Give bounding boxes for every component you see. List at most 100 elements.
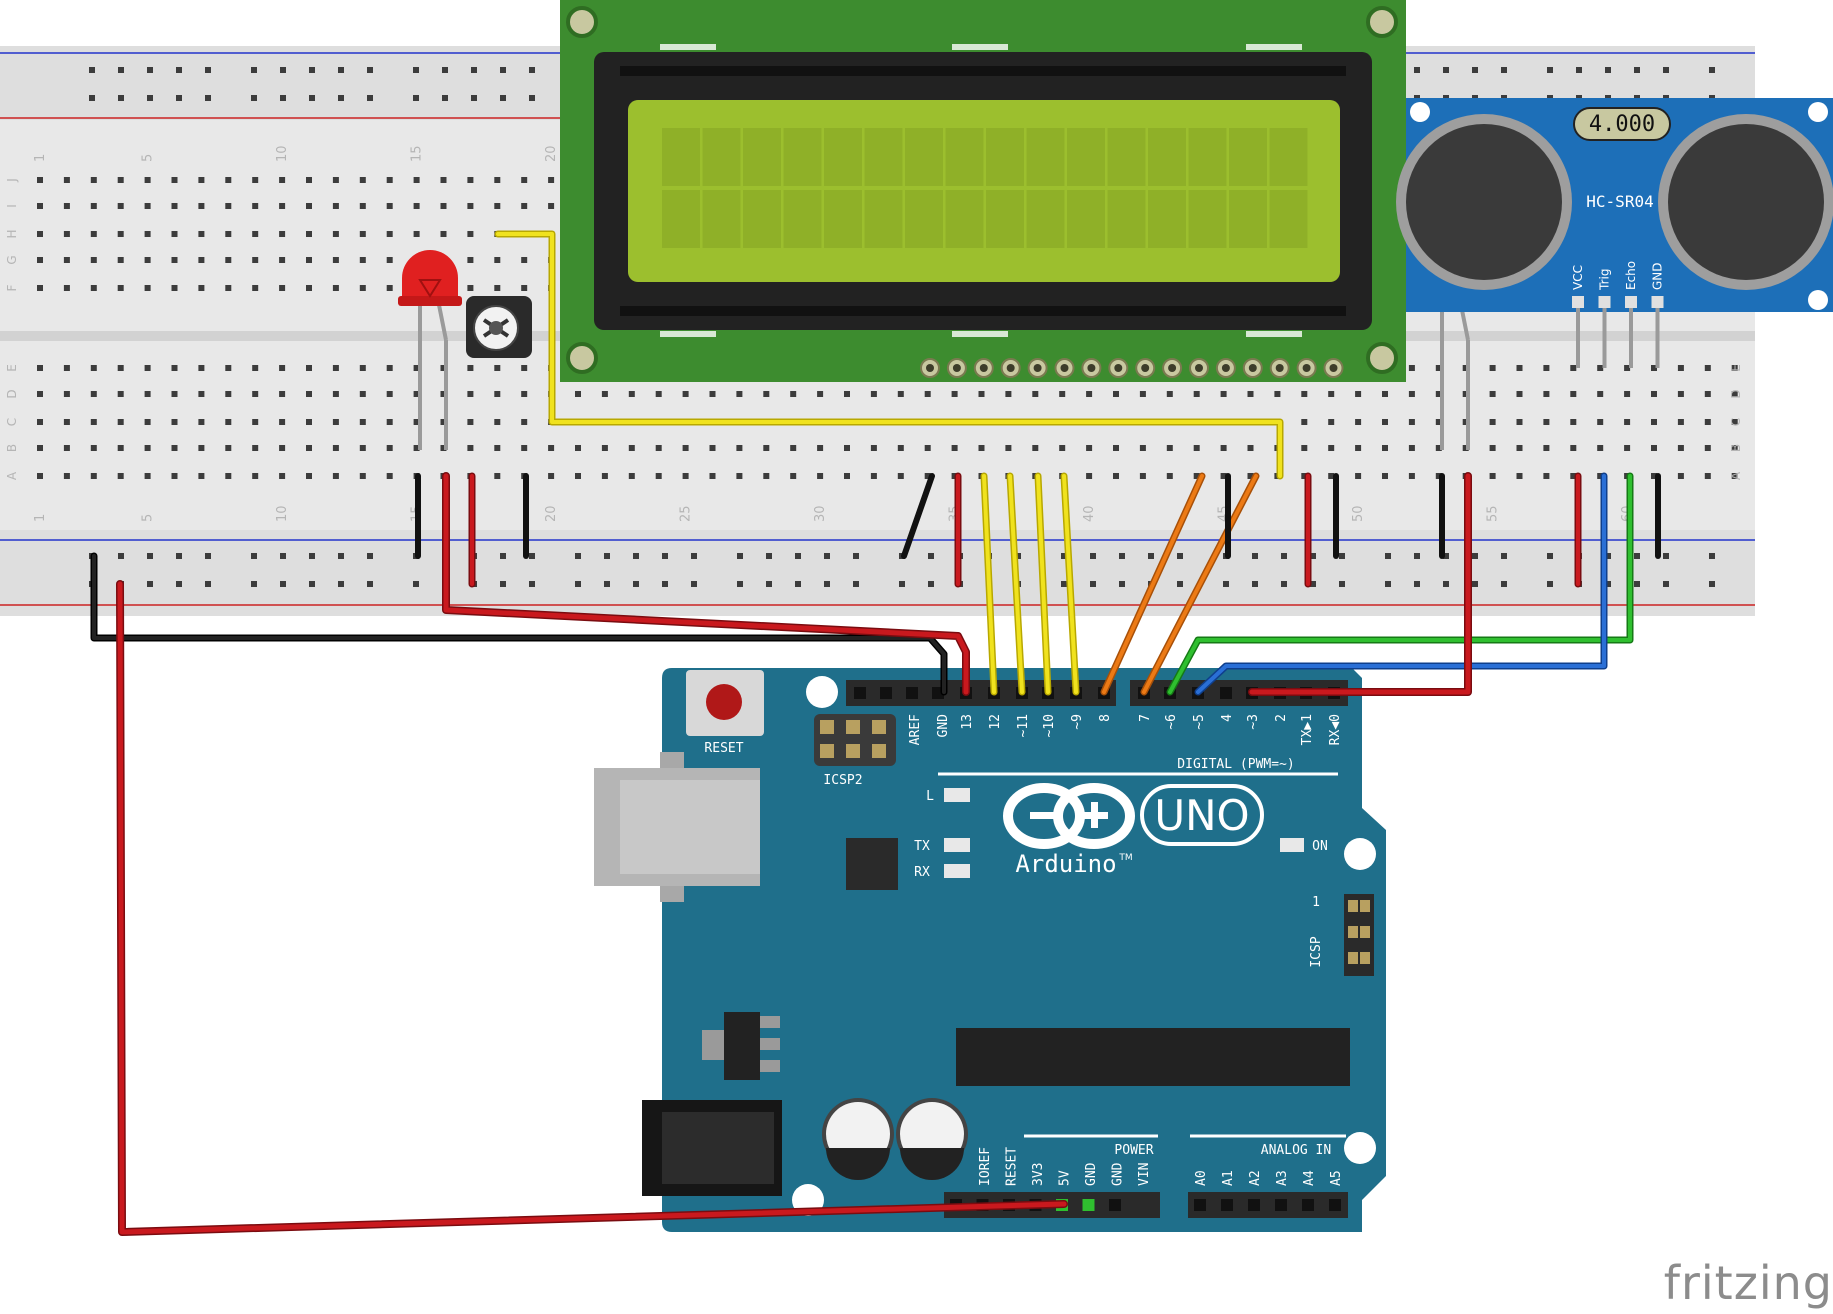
breadboard-hole bbox=[494, 203, 501, 209]
breadboard-hole bbox=[332, 285, 339, 291]
breadboard-hole bbox=[90, 445, 97, 451]
breadboard-hole bbox=[1086, 473, 1093, 479]
breadboard-hole bbox=[790, 391, 797, 397]
breadboard-hole bbox=[1220, 473, 1227, 479]
breadboard-hole bbox=[90, 203, 97, 209]
wire-yellow-contrast bbox=[494, 230, 1284, 480]
rail-hole bbox=[1501, 581, 1507, 587]
rail-hole bbox=[633, 581, 639, 587]
rail-hole bbox=[176, 553, 182, 559]
breadboard-hole bbox=[844, 473, 850, 479]
rail-hole bbox=[691, 553, 697, 559]
lcd-cell bbox=[864, 190, 903, 248]
breadboard-hole bbox=[386, 419, 393, 425]
breadboard-hole bbox=[37, 473, 43, 479]
breadboard-hole bbox=[548, 445, 555, 451]
header-hole bbox=[880, 687, 892, 699]
breadboard-hole bbox=[440, 177, 447, 183]
digital-pin-label: 7 bbox=[1138, 714, 1153, 722]
breadboard-hole bbox=[1247, 445, 1254, 451]
uno-model-label: UNO bbox=[1154, 791, 1249, 840]
wire-blue-trig bbox=[1194, 472, 1608, 696]
breadboard-hole bbox=[1543, 473, 1550, 479]
breadboard-hole bbox=[1624, 419, 1631, 425]
breadboard-hole bbox=[1193, 391, 1200, 397]
breadboard-hole bbox=[144, 419, 151, 425]
rail-hole bbox=[280, 553, 286, 559]
breadboard-hole bbox=[709, 391, 716, 397]
breadboard-hole bbox=[1597, 365, 1604, 371]
rail-hole bbox=[338, 67, 344, 73]
rail-hole bbox=[205, 67, 211, 73]
rail-hole bbox=[176, 95, 182, 101]
breadboard-hole bbox=[252, 445, 259, 451]
breadboard-hole bbox=[37, 231, 43, 237]
breadboard-hole bbox=[63, 203, 70, 209]
breadboard-hole bbox=[171, 203, 178, 209]
breadboard-hole bbox=[521, 365, 528, 371]
breadboard-hole bbox=[1624, 391, 1631, 397]
rail-hole bbox=[442, 67, 448, 73]
breadboard-hole bbox=[844, 445, 850, 451]
breadboard-hole bbox=[467, 285, 474, 291]
breadboard-hole bbox=[306, 285, 312, 291]
breadboard-hole bbox=[440, 391, 447, 397]
breadboard-hole bbox=[575, 445, 581, 451]
breadboard-hole bbox=[225, 177, 232, 183]
breadboard-hole bbox=[736, 391, 743, 397]
rail-hole bbox=[824, 581, 830, 587]
breadboard-hole bbox=[117, 203, 124, 209]
breadboard-hole bbox=[709, 473, 716, 479]
breadboard-hole bbox=[386, 365, 393, 371]
rail-hole bbox=[1385, 553, 1391, 559]
breadboard-hole bbox=[1328, 419, 1335, 425]
breadboard-hole bbox=[870, 445, 877, 451]
rail-hole bbox=[1634, 553, 1640, 559]
lcd-character-grid bbox=[662, 128, 1308, 248]
breadboard-hole bbox=[386, 231, 393, 237]
breadboard-hole bbox=[37, 257, 43, 263]
icsp-label: ICSP bbox=[1309, 936, 1324, 967]
breadboard-hole bbox=[467, 365, 474, 371]
rail-hole bbox=[205, 581, 211, 587]
breadboard-hole bbox=[978, 445, 985, 451]
breadboard-hole bbox=[359, 473, 366, 479]
breadboard-hole bbox=[386, 177, 393, 183]
potentiometer bbox=[466, 296, 532, 358]
breadboard-hole bbox=[413, 419, 420, 425]
rail-hole bbox=[338, 553, 344, 559]
breadboard-hole bbox=[279, 365, 286, 371]
sensor-model-label: HC-SR04 bbox=[1586, 192, 1653, 211]
rail-hole bbox=[309, 553, 315, 559]
breadboard-hole bbox=[548, 203, 555, 209]
lcd-cell bbox=[1026, 190, 1065, 248]
rail-hole bbox=[824, 553, 830, 559]
breadboard-hole bbox=[1032, 391, 1039, 397]
breadboard-hole bbox=[63, 391, 70, 397]
breadboard-hole bbox=[494, 285, 501, 291]
digital-pin-label: 2 bbox=[1274, 714, 1289, 722]
lcd-cell bbox=[1188, 190, 1227, 248]
row-letter: C bbox=[5, 418, 19, 426]
digital-pin-label: ~11 bbox=[1016, 714, 1031, 737]
wire-red-5v-supply bbox=[116, 580, 1068, 1236]
power-hole bbox=[1109, 1199, 1121, 1211]
breadboard-hole bbox=[467, 203, 474, 209]
breadboard-hole bbox=[252, 391, 259, 397]
breadboard-hole bbox=[951, 391, 958, 397]
analog-pin-label: A1 bbox=[1221, 1170, 1236, 1186]
rail-hole bbox=[737, 581, 743, 587]
breadboard-hole bbox=[467, 177, 474, 183]
breadboard-hole bbox=[37, 203, 43, 209]
rail-hole bbox=[367, 581, 373, 587]
breadboard-hole bbox=[1166, 445, 1173, 451]
rail-hole bbox=[1119, 581, 1125, 587]
breadboard-hole bbox=[601, 445, 608, 451]
breadboard-hole bbox=[440, 203, 447, 209]
power-pin-label: GND bbox=[1111, 1162, 1126, 1186]
breadboard-hole bbox=[386, 285, 393, 291]
rail-hole bbox=[280, 581, 286, 587]
